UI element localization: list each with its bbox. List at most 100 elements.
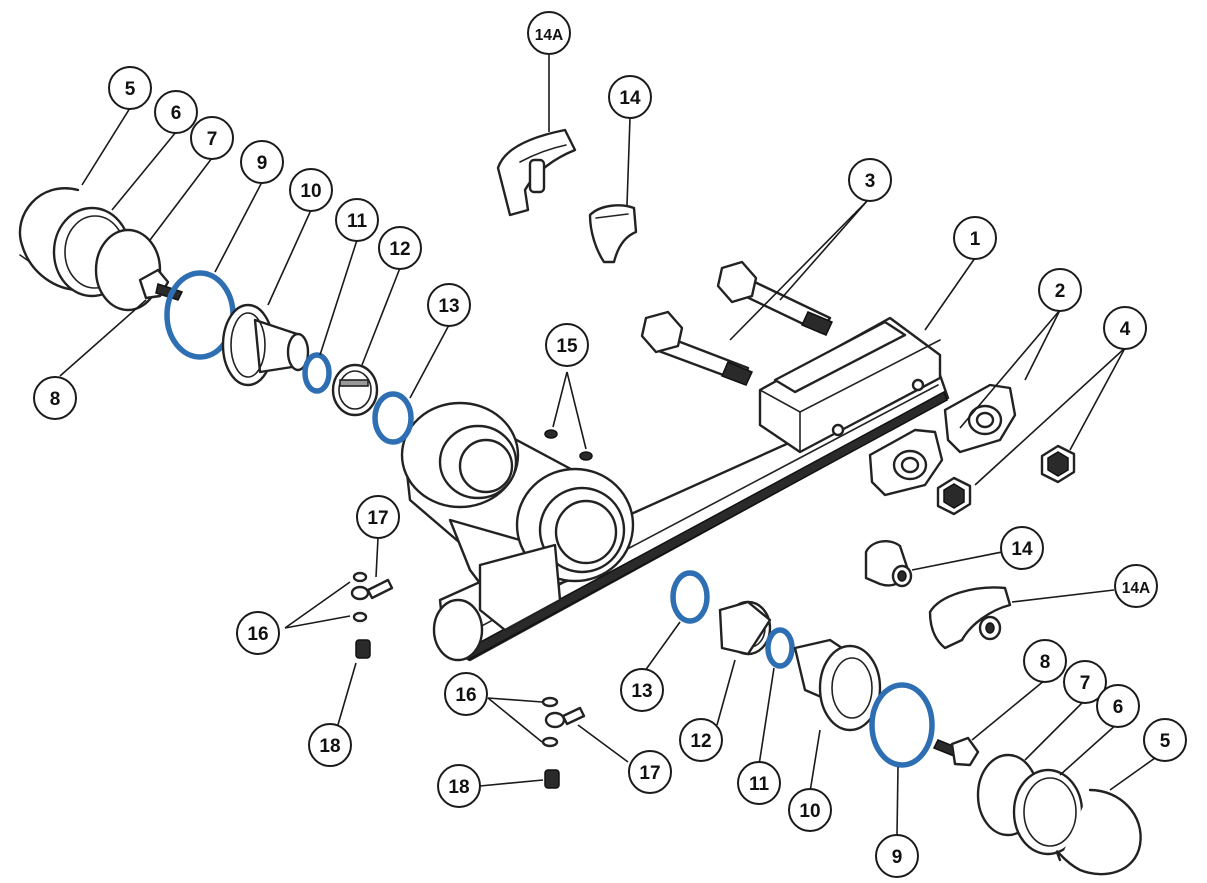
callout-label: 13: [631, 681, 652, 702]
callout-label: 16: [247, 624, 268, 645]
callout-circle: [788, 788, 832, 832]
callout-label: 14: [619, 88, 641, 109]
callout-c17L: 17: [356, 495, 400, 539]
callout-label: 4: [1120, 319, 1131, 340]
callout-circle: [875, 834, 919, 878]
callout-label: 14A: [1122, 580, 1150, 597]
callout-label: 1: [970, 229, 981, 250]
callout-c9L: 9: [240, 140, 284, 184]
callout-circle: [608, 75, 652, 119]
callout-circle: [308, 723, 352, 767]
callout-c14R: 14: [1000, 526, 1044, 570]
callout-c5L: 5: [108, 66, 152, 110]
callout-c2: 2: [1038, 268, 1082, 312]
callout-label: 10: [799, 801, 820, 822]
callout-circle: [427, 283, 471, 327]
callout-c9R: 9: [875, 834, 919, 878]
callout-c10R: 10: [788, 788, 832, 832]
callout-circle: [108, 66, 152, 110]
callout-circle: [437, 764, 481, 808]
callout-c16L: 16: [236, 611, 280, 655]
hardware-group-bottom: [541, 696, 586, 789]
pivot-bushing-10-left: [221, 303, 310, 387]
callout-circle: [289, 168, 333, 212]
callout-circle: [444, 672, 488, 716]
callout-c6R: 6: [1096, 684, 1140, 728]
nut-left: [936, 476, 972, 516]
clamp-block-lower: [868, 428, 944, 497]
bracket-14-right: [864, 540, 913, 588]
callout-c4: 4: [1103, 306, 1147, 350]
callout-c5R: 5: [1143, 718, 1187, 762]
callout-c12L: 12: [378, 226, 422, 270]
callout-circle: [236, 611, 280, 655]
callout-c17B: 17: [628, 750, 672, 794]
callout-c14AT: 14A: [527, 11, 571, 55]
clamp-block-upper: [943, 383, 1017, 454]
callout-label: 14A: [535, 27, 563, 44]
callout-c16B: 16: [444, 672, 488, 716]
bracket-14-top: [588, 204, 638, 264]
bolt-lower: [640, 310, 754, 386]
seal-13-right: [670, 570, 710, 624]
callout-label: 8: [50, 389, 61, 410]
callout-circle: [154, 90, 198, 134]
callout-circle: [335, 198, 379, 242]
callout-c14T: 14: [608, 75, 652, 119]
callout-label: 10: [300, 181, 321, 202]
callout-circle: [1023, 639, 1067, 683]
bushing-12-left: [331, 363, 379, 417]
callout-circle: [378, 226, 422, 270]
callout-label: 9: [892, 847, 903, 868]
callout-label: 11: [347, 211, 368, 232]
callout-label: 18: [448, 777, 469, 798]
callout-c14AR: 14A: [1114, 564, 1158, 608]
o-ring-11-left: [302, 352, 332, 394]
callout-c7L: 7: [190, 116, 234, 160]
seal-13-left: [372, 391, 414, 445]
callout-circle: [1038, 268, 1082, 312]
callout-c18B: 18: [437, 764, 481, 808]
snap-ring-right: [1055, 788, 1142, 876]
callout-c1: 1: [953, 216, 997, 260]
callout-label: 13: [438, 296, 459, 317]
callout-circle: [356, 495, 400, 539]
callout-label: 12: [690, 731, 711, 752]
callout-c11L: 11: [335, 198, 379, 242]
callout-label: 11: [749, 774, 770, 795]
callout-circle: [33, 376, 77, 420]
callout-label: 17: [639, 763, 660, 784]
callout-c15: 15: [545, 323, 589, 367]
callout-label: 3: [865, 171, 876, 192]
callout-label: 5: [1160, 731, 1171, 752]
callout-circle: [1114, 564, 1158, 608]
callout-circle: [953, 216, 997, 260]
seal-9-right: [869, 682, 935, 768]
callout-circle: [190, 116, 234, 160]
callout-circle: [240, 140, 284, 184]
callout-circle: [1063, 660, 1107, 704]
callout-label: 7: [1080, 673, 1091, 694]
bolt-8-right: [932, 736, 980, 767]
callout-c8L: 8: [33, 376, 77, 420]
callout-label: 7: [207, 129, 218, 150]
callout-circle: [848, 158, 892, 202]
callout-c13R: 13: [620, 668, 664, 712]
callout-circle: [1143, 718, 1187, 762]
callout-label: 16: [455, 685, 476, 706]
callout-label: 18: [319, 736, 340, 757]
callout-circle: [679, 718, 723, 762]
leader-lines: [59, 55, 1156, 836]
callout-c12R: 12: [679, 718, 723, 762]
callout-label: 14: [1011, 539, 1033, 560]
nut-right: [1040, 444, 1076, 484]
callout-label: 12: [389, 239, 410, 260]
callout-label: 6: [171, 103, 182, 124]
callout-circle: [1103, 306, 1147, 350]
callout-bubbles: 123456789101112131414A151617181414A13121…: [33, 11, 1187, 878]
callout-label: 15: [556, 336, 578, 357]
callout-label: 17: [367, 508, 388, 529]
hardware-group-left: [350, 571, 394, 659]
callout-c13L: 13: [427, 283, 471, 327]
main-frame: [400, 316, 950, 662]
